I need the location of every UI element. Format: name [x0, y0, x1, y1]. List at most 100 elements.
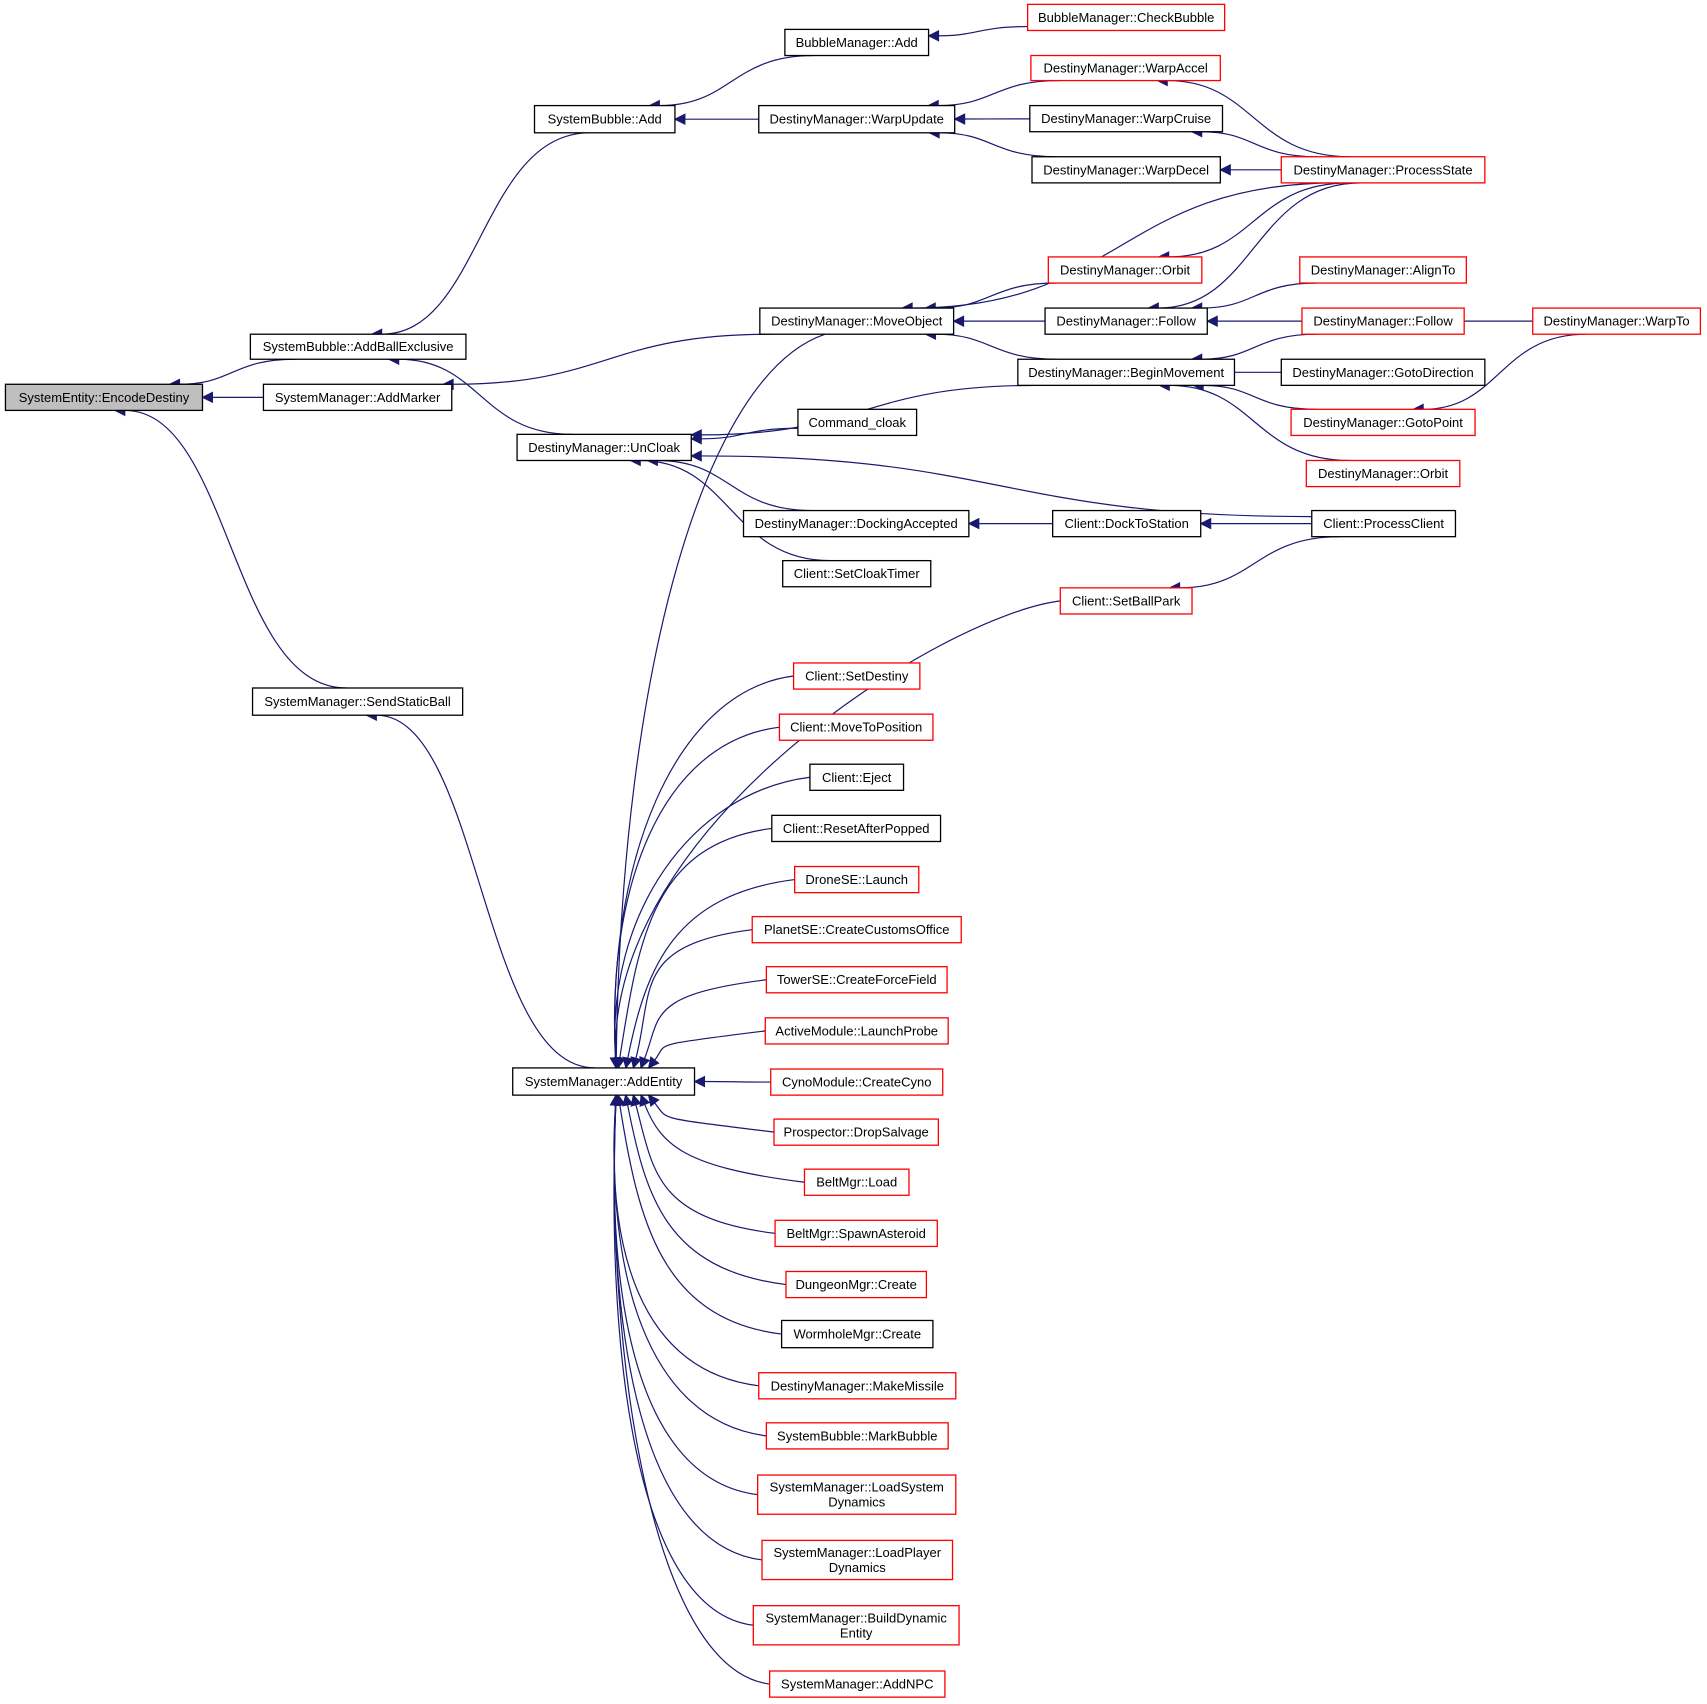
node-box[interactable]: [797, 408, 918, 437]
node-box[interactable]: [765, 1422, 949, 1450]
node-box[interactable]: [1052, 509, 1202, 538]
node-box[interactable]: [1290, 408, 1476, 437]
node-warp-accel[interactable]: DestinyManager::WarpAccel: [1030, 54, 1221, 82]
node-box[interactable]: [1047, 256, 1203, 284]
node-box[interactable]: [774, 1219, 938, 1248]
node-spawn-asteroid[interactable]: BeltMgr::SpawnAsteroid: [774, 1219, 938, 1248]
node-box[interactable]: [1030, 54, 1221, 82]
node-begin-movement[interactable]: DestinyManager::BeginMovement: [1017, 358, 1236, 387]
node-box[interactable]: [785, 1270, 928, 1299]
node-orbit-2[interactable]: DestinyManager::Orbit: [1305, 459, 1461, 488]
node-move-to-position[interactable]: Client::MoveToPosition: [778, 713, 934, 741]
node-box[interactable]: [809, 763, 905, 791]
node-command-cloak[interactable]: Command_cloak: [797, 408, 918, 437]
node-box[interactable]: [1280, 156, 1486, 184]
node-box[interactable]: [765, 966, 948, 994]
node-box[interactable]: [1299, 256, 1467, 284]
node-process-client[interactable]: Client::ProcessClient: [1311, 509, 1457, 538]
node-send-static-ball[interactable]: SystemManager::SendStaticBall: [251, 687, 464, 716]
node-warp-decel[interactable]: DestinyManager::WarpDecel: [1031, 156, 1221, 184]
node-box[interactable]: [1305, 459, 1461, 488]
node-warp-update[interactable]: DestinyManager::WarpUpdate: [758, 104, 956, 134]
node-add-entity[interactable]: SystemManager::AddEntity: [512, 1067, 696, 1096]
node-follow-2[interactable]: DestinyManager::Follow: [1301, 307, 1465, 335]
node-box[interactable]: [533, 104, 676, 134]
node-box[interactable]: [758, 104, 956, 134]
node-box[interactable]: [803, 1168, 910, 1196]
node-box[interactable]: [516, 433, 692, 462]
node-move-object[interactable]: DestinyManager::MoveObject: [759, 307, 955, 335]
node-box[interactable]: [742, 509, 970, 538]
node-box[interactable]: [764, 1017, 949, 1045]
node-box[interactable]: [768, 1670, 946, 1698]
node-box[interactable]: [792, 662, 921, 690]
node-box[interactable]: [761, 1539, 954, 1581]
node-make-missile[interactable]: DestinyManager::MakeMissile: [758, 1372, 957, 1400]
node-align-to[interactable]: DestinyManager::AlignTo: [1299, 256, 1467, 284]
node-box[interactable]: [512, 1067, 696, 1096]
node-follow-1[interactable]: DestinyManager::Follow: [1044, 307, 1208, 335]
node-uncloak[interactable]: DestinyManager::UnCloak: [516, 433, 692, 462]
node-box[interactable]: [784, 28, 930, 57]
node-set-cloak-timer[interactable]: Client::SetCloakTimer: [782, 559, 932, 588]
node-box[interactable]: [1059, 587, 1193, 615]
node-drone-launch[interactable]: DroneSE::Launch: [794, 865, 920, 894]
node-add-marker[interactable]: SystemManager::AddMarker: [262, 383, 453, 412]
node-set-ball-park[interactable]: Client::SetBallPark: [1059, 587, 1193, 615]
node-encode-destiny[interactable]: SystemEntity::EncodeDestiny: [4, 383, 204, 412]
node-box[interactable]: [758, 1372, 957, 1400]
node-bubble-add[interactable]: SystemBubble::Add: [533, 104, 676, 134]
node-box[interactable]: [778, 713, 934, 741]
node-eject[interactable]: Client::Eject: [809, 763, 905, 791]
node-box[interactable]: [780, 1319, 934, 1349]
node-box[interactable]: [771, 814, 942, 843]
node-create-cyno[interactable]: CynoModule::CreateCyno: [770, 1068, 944, 1096]
node-box[interactable]: [782, 559, 932, 588]
node-box[interactable]: [1280, 358, 1486, 387]
node-bubblemgr-add[interactable]: BubbleManager::Add: [784, 28, 930, 57]
node-box[interactable]: [1311, 509, 1457, 538]
node-box[interactable]: [1026, 3, 1226, 32]
node-add-npc[interactable]: SystemManager::AddNPC: [768, 1670, 946, 1698]
node-box[interactable]: [759, 307, 955, 335]
node-box[interactable]: [1044, 307, 1208, 335]
node-orbit-1[interactable]: DestinyManager::Orbit: [1047, 256, 1203, 284]
node-warp-to[interactable]: DestinyManager::WarpTo: [1532, 307, 1702, 335]
node-force-field[interactable]: TowerSE::CreateForceField: [765, 966, 948, 994]
node-box[interactable]: [752, 1605, 960, 1646]
node-set-destiny[interactable]: Client::SetDestiny: [792, 662, 921, 690]
node-docking-accepted[interactable]: DestinyManager::DockingAccepted: [742, 509, 970, 538]
node-box[interactable]: [751, 915, 962, 944]
node-box[interactable]: [4, 383, 204, 412]
node-box[interactable]: [1532, 307, 1702, 335]
node-box[interactable]: [757, 1474, 957, 1515]
node-goto-direction[interactable]: DestinyManager::GotoDirection: [1280, 358, 1486, 387]
node-process-state[interactable]: DestinyManager::ProcessState: [1280, 156, 1486, 184]
node-add-ball-exclusive[interactable]: SystemBubble::AddBallExclusive: [249, 333, 467, 360]
node-box[interactable]: [1301, 307, 1465, 335]
node-warp-cruise[interactable]: DestinyManager::WarpCruise: [1029, 104, 1224, 133]
node-drop-salvage[interactable]: Prospector::DropSalvage: [773, 1118, 940, 1146]
node-box[interactable]: [1031, 156, 1221, 184]
node-box[interactable]: [251, 687, 464, 716]
node-dock-to-station[interactable]: Client::DockToStation: [1052, 509, 1202, 538]
node-box[interactable]: [1029, 104, 1224, 133]
node-check-bubble[interactable]: BubbleManager::CheckBubble: [1026, 3, 1226, 32]
node-belt-load[interactable]: BeltMgr::Load: [803, 1168, 910, 1196]
node-box[interactable]: [770, 1068, 944, 1096]
node-box[interactable]: [262, 383, 453, 412]
node-box[interactable]: [794, 865, 920, 894]
node-launch-probe[interactable]: ActiveModule::LaunchProbe: [764, 1017, 949, 1045]
node-dungeon-create[interactable]: DungeonMgr::Create: [785, 1270, 928, 1299]
node-box[interactable]: [773, 1118, 940, 1146]
node-wormhole-create[interactable]: WormholeMgr::Create: [780, 1319, 934, 1349]
node-mark-bubble[interactable]: SystemBubble::MarkBubble: [765, 1422, 949, 1450]
node-box[interactable]: [249, 333, 467, 360]
node-customs-office[interactable]: PlanetSE::CreateCustomsOffice: [751, 915, 962, 944]
node-goto-point[interactable]: DestinyManager::GotoPoint: [1290, 408, 1476, 437]
node-reset-after-popped[interactable]: Client::ResetAfterPopped: [771, 814, 942, 843]
node-box[interactable]: [1017, 358, 1236, 387]
